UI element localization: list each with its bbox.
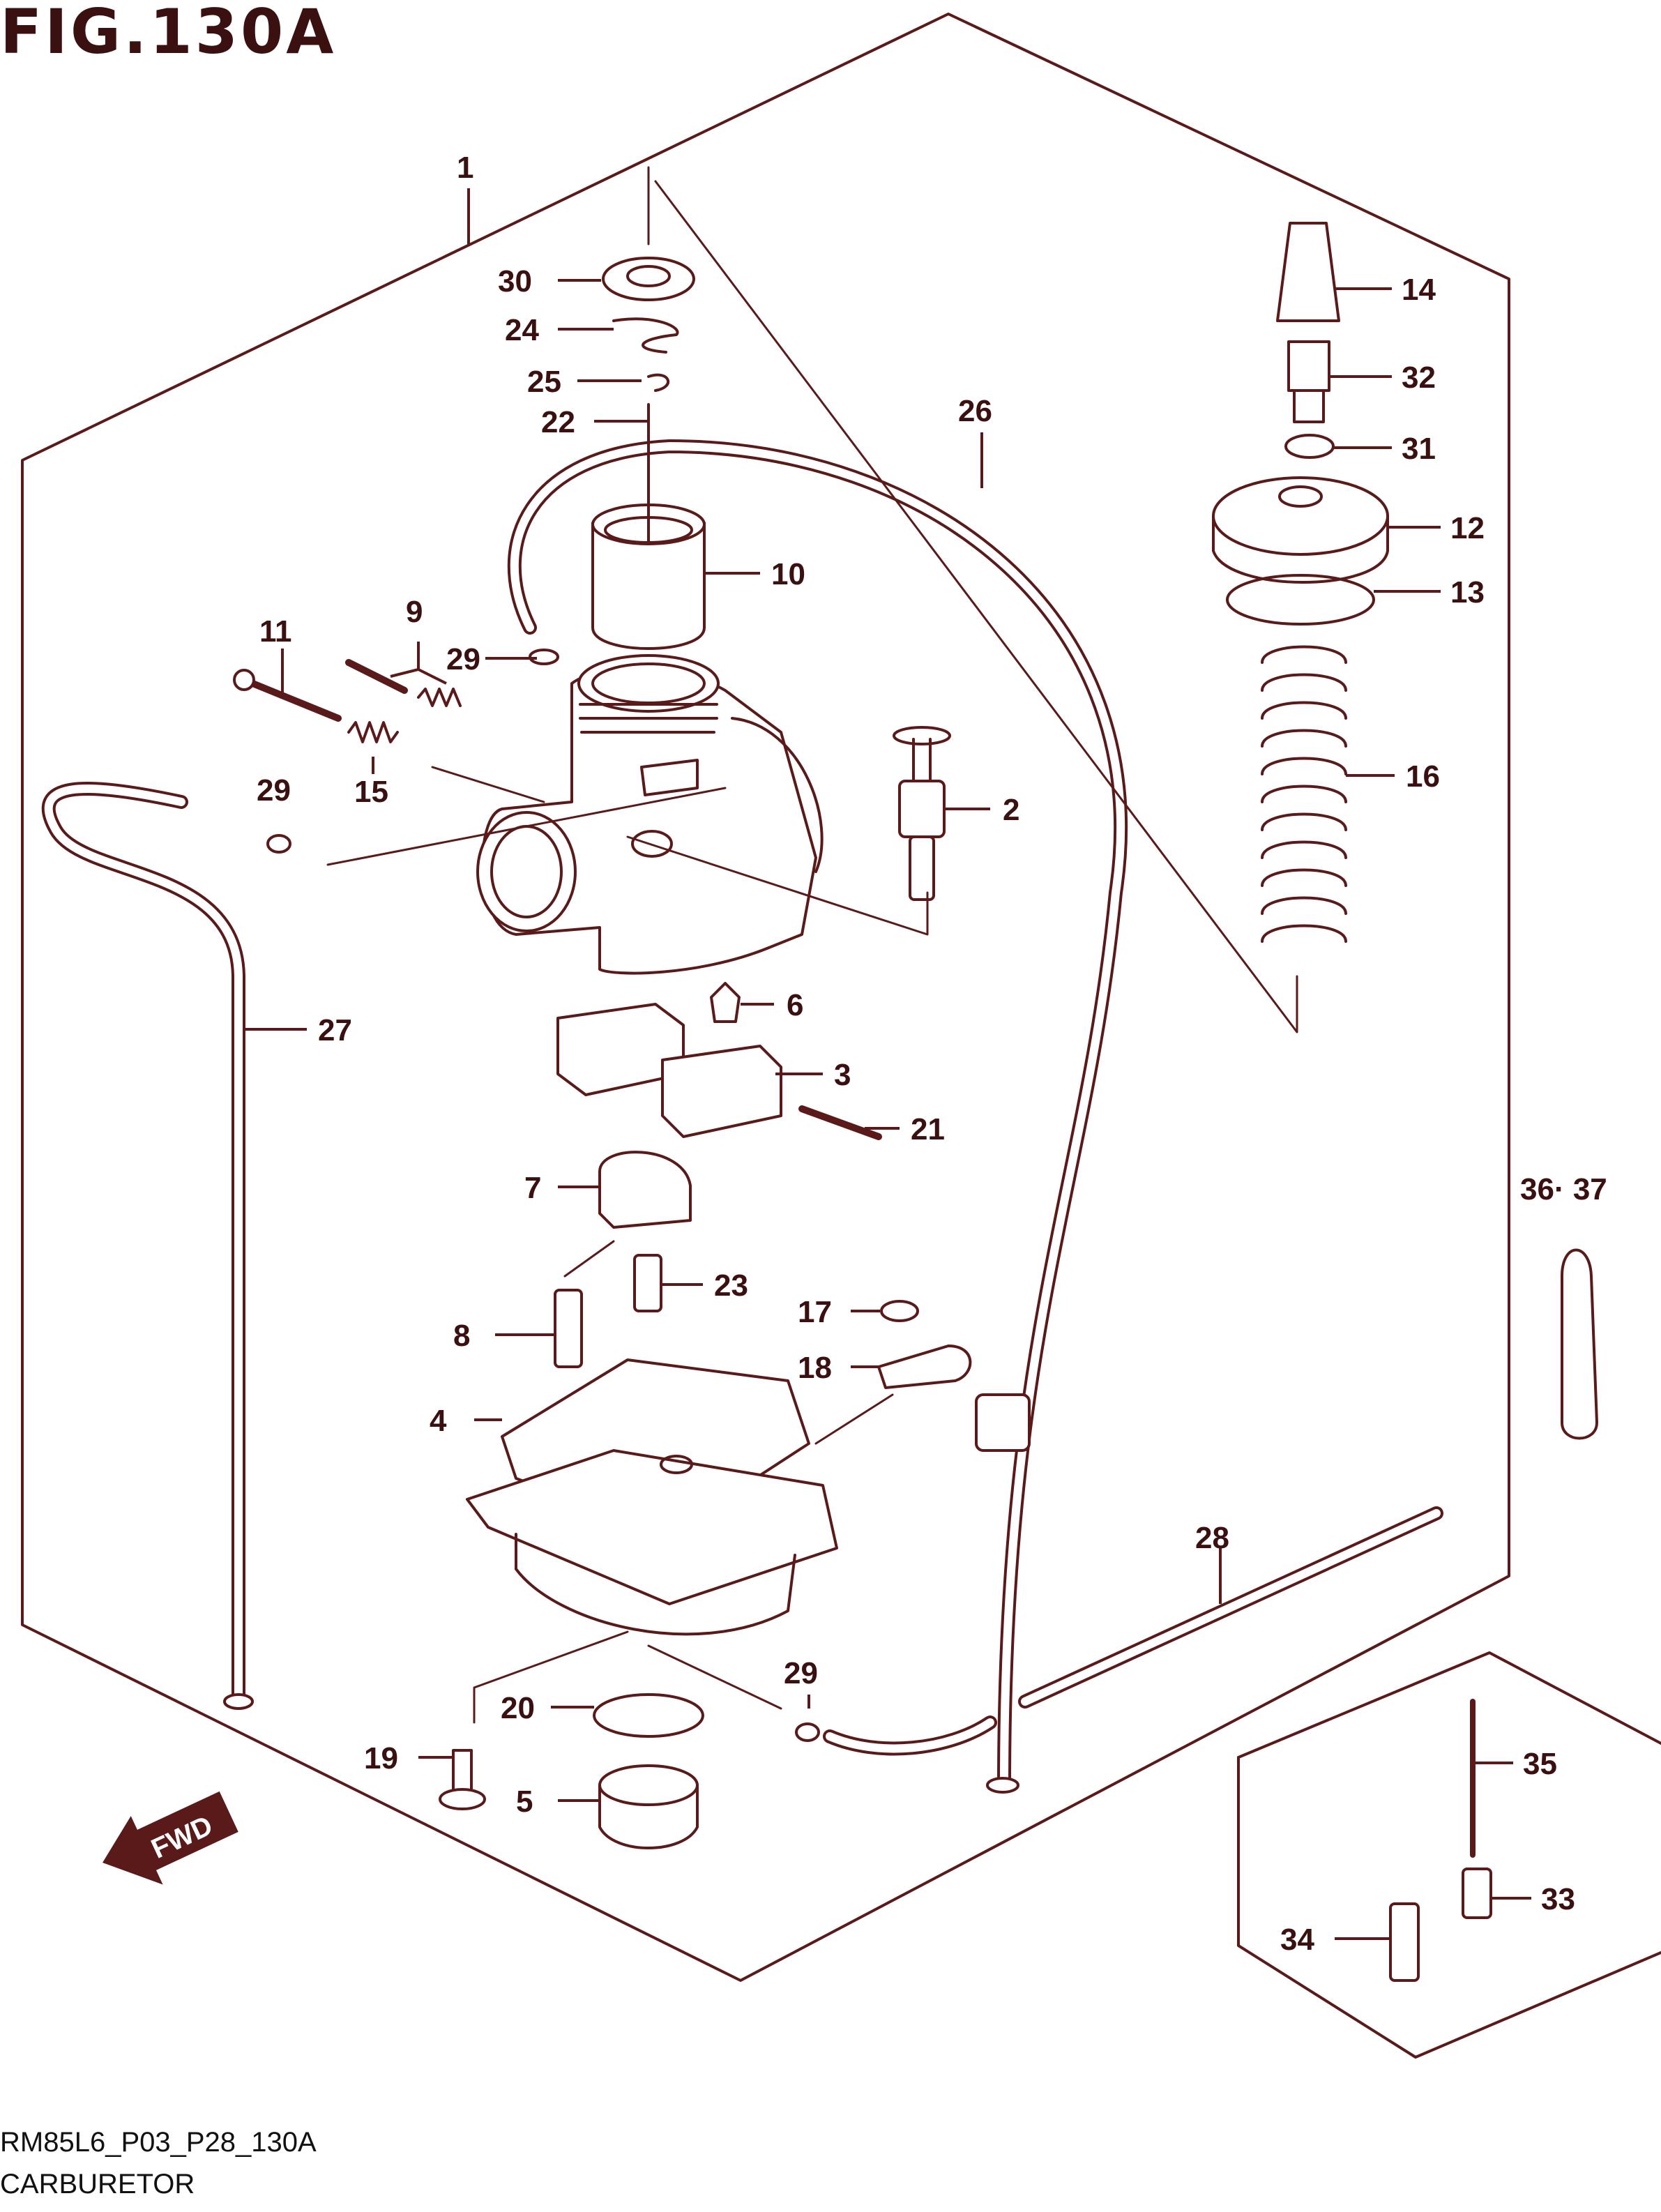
callout-25: 25 — [527, 365, 561, 399]
fwd-arrow-badge: FWD — [103, 1791, 238, 1885]
callout-35: 35 — [1523, 1747, 1557, 1781]
callout-1: 1 — [457, 151, 473, 185]
float-gasket — [501, 1358, 810, 1536]
float-chamber — [466, 1449, 838, 1636]
callout-14: 14 — [1402, 273, 1436, 307]
needle-valve — [710, 982, 741, 1023]
cable-boot — [1276, 222, 1340, 322]
plate-screw — [880, 1300, 919, 1322]
main-jet-alt — [1462, 1868, 1492, 1919]
callout-34: 34 — [1280, 1923, 1314, 1957]
figure-title: FIG.130A — [0, 0, 337, 68]
callout-23: 23 — [714, 1268, 748, 1303]
float-pin — [798, 1105, 882, 1140]
callout-17: 17 — [798, 1295, 832, 1329]
idle-screw — [241, 676, 342, 722]
cap-o-ring — [1226, 574, 1375, 626]
hose-clip — [266, 834, 291, 854]
callout-27: 27 — [318, 1013, 352, 1047]
needle-jet — [554, 1289, 583, 1368]
needle-jet-alt — [1389, 1902, 1420, 1982]
assembly-outline — [21, 13, 1510, 1982]
callout-26: 26 — [958, 394, 992, 428]
plug-gasket — [593, 1693, 704, 1738]
subassembly-outline — [1237, 1651, 1661, 2059]
cable-adjuster — [1287, 340, 1330, 392]
idle-spring — [347, 721, 399, 743]
callout-24: 24 — [505, 313, 539, 347]
callout-11: 11 — [259, 614, 292, 649]
hose-27 — [41, 781, 245, 1709]
callout-20: 20 — [501, 1691, 535, 1725]
needle-clip — [612, 317, 679, 354]
callout-36-37: 36· 37 — [1520, 1172, 1607, 1206]
e-clip — [647, 373, 670, 392]
callout-30: 30 — [498, 264, 532, 298]
callout-29-b: 29 — [257, 773, 291, 808]
carburetor-body — [476, 654, 824, 975]
callout-10: 10 — [771, 557, 805, 591]
figure-name: CARBURETOR — [0, 2169, 195, 2199]
callout-28: 28 — [1195, 1521, 1229, 1555]
adjuster-nut — [1284, 434, 1335, 459]
callout-33: 33 — [1541, 1882, 1575, 1916]
callout-15: 15 — [354, 775, 388, 809]
top-cap — [1212, 476, 1389, 584]
clamp-strap — [1561, 1248, 1598, 1440]
cable-plate — [877, 1344, 972, 1389]
air-screw — [345, 659, 408, 694]
callout-16: 16 — [1406, 759, 1440, 794]
callout-31: 31 — [1402, 432, 1436, 466]
chamber-screw — [439, 1749, 486, 1810]
throttle-spring — [1261, 645, 1347, 943]
callout-18: 18 — [798, 1351, 832, 1385]
main-jet — [633, 1254, 662, 1312]
callout-4: 4 — [430, 1404, 447, 1438]
starter-plunger — [893, 726, 951, 901]
hose-clamp — [975, 1393, 1031, 1452]
drain-plug — [598, 1764, 699, 1849]
callout-29-c: 29 — [784, 1656, 818, 1690]
throttle-valve — [591, 503, 706, 650]
cable-seat — [602, 257, 695, 301]
air-spring — [417, 688, 462, 707]
callout-2: 2 — [1003, 793, 1019, 827]
callout-32: 32 — [1402, 361, 1436, 395]
callout-21: 21 — [911, 1112, 945, 1146]
callout-13: 13 — [1450, 575, 1485, 609]
callout-8: 8 — [453, 1319, 470, 1353]
callout-29-a: 29 — [446, 642, 480, 676]
callout-6: 6 — [787, 988, 803, 1022]
callout-9: 9 — [406, 595, 423, 629]
figure-code: RM85L6_P03_P28_130A — [0, 2127, 317, 2158]
callout-22: 22 — [541, 405, 575, 439]
callout-5: 5 — [516, 1785, 533, 1819]
callout-19: 19 — [364, 1741, 398, 1775]
callout-labels: 1 2 3 4 5 6 7 8 9 10 11 12 13 14 15 16 1… — [257, 151, 1607, 1957]
callout-12: 12 — [1450, 511, 1485, 545]
callout-3: 3 — [834, 1058, 851, 1092]
float — [556, 1003, 782, 1138]
baffle — [598, 1151, 692, 1229]
callout-7: 7 — [524, 1171, 541, 1205]
